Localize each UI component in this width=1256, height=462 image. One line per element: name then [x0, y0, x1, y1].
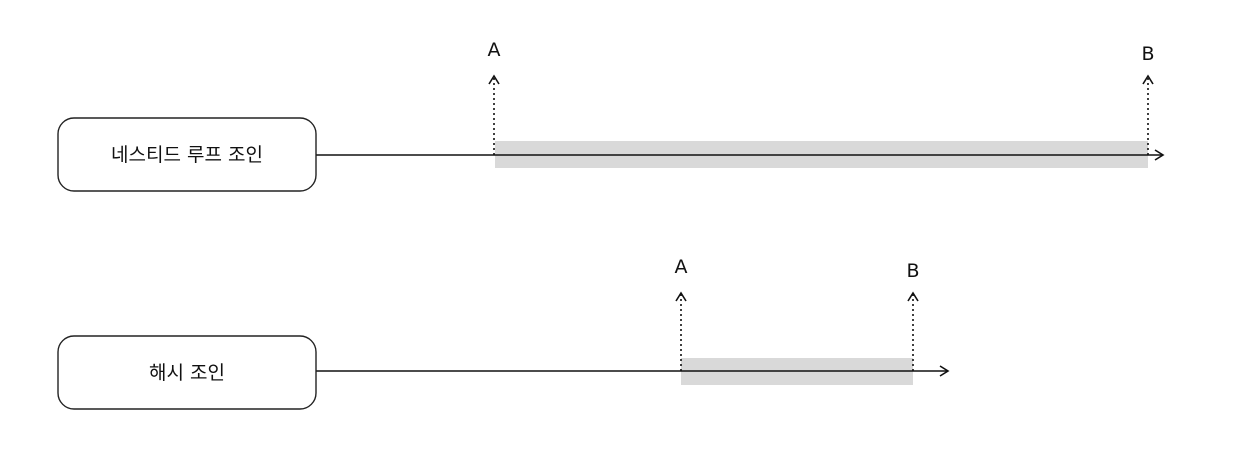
hash-join-marker-b-label: B: [906, 260, 919, 282]
nested-loop-marker-b-label: B: [1141, 43, 1154, 65]
hash-join-box: [57, 335, 317, 410]
hash-join-marker-a-label: A: [675, 256, 688, 278]
nested-loop-marker-a-label: A: [488, 39, 501, 61]
nested-loop-join-label: 네스티드 루프 조인: [111, 144, 263, 166]
row-nested-loop-join: 네스티드 루프 조인 A B: [57, 39, 1165, 192]
hash-join-label: 해시 조인: [149, 362, 225, 384]
nested-loop-join-box: [57, 117, 317, 192]
row-hash-join: 해시 조인 A B: [57, 256, 950, 410]
